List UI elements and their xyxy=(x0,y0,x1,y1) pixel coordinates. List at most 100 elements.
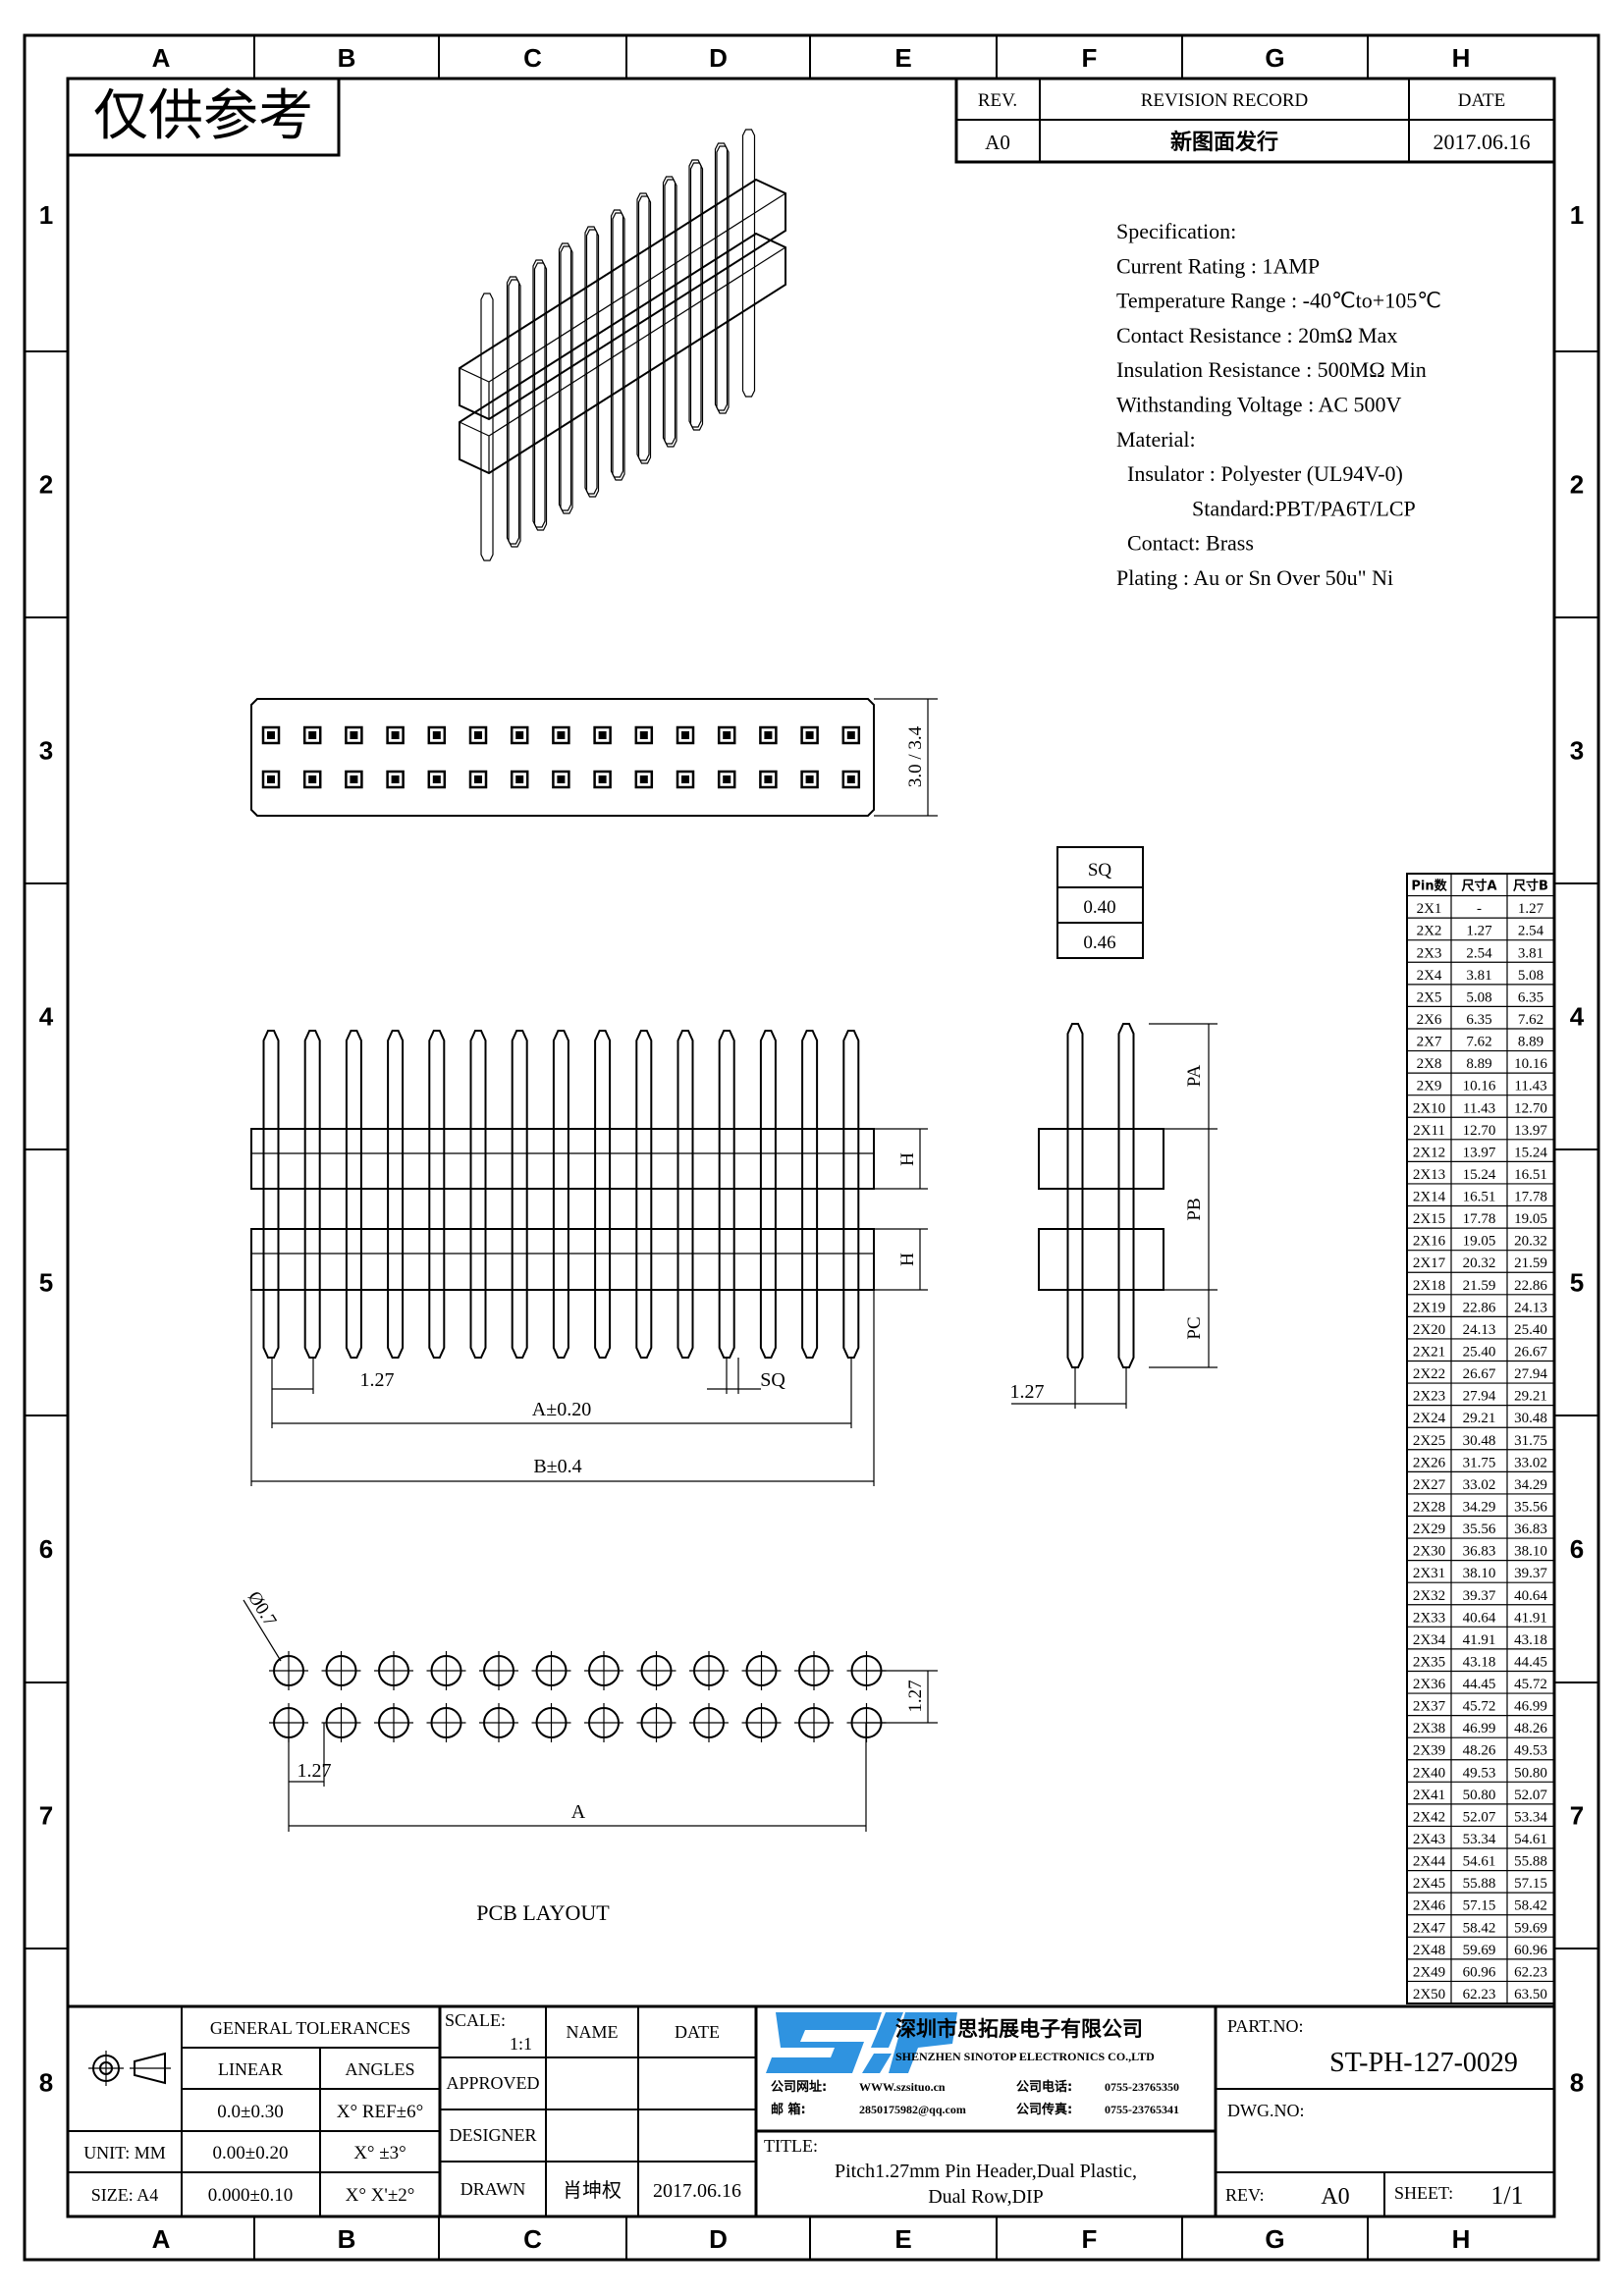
table-cell: 21.59 xyxy=(1514,1255,1547,1271)
pin xyxy=(387,1030,405,1359)
pin-square xyxy=(345,725,363,745)
pin-core xyxy=(764,775,773,783)
pin xyxy=(677,1030,694,1359)
table-cell: 2X44 xyxy=(1413,1854,1446,1870)
drawn-name: 肖坤权 xyxy=(563,2178,622,2202)
pin xyxy=(428,1030,446,1359)
pin-square xyxy=(261,725,281,745)
row-marker: 2 xyxy=(1570,470,1584,500)
table-cell: 33.02 xyxy=(1463,1477,1496,1493)
table-cell: 2X11 xyxy=(1413,1123,1445,1139)
rev-label: REV: xyxy=(1225,2185,1265,2205)
phone-label: 公司电话: xyxy=(1016,2079,1072,2095)
pin xyxy=(533,262,548,531)
table-cell: 53.34 xyxy=(1514,1809,1547,1825)
pin-core xyxy=(267,731,275,739)
pin-core xyxy=(432,775,441,783)
angle-tol: X° X'±2° xyxy=(346,2185,415,2206)
pin xyxy=(637,195,652,464)
table-header: Pin数 xyxy=(1411,879,1447,894)
pin-core xyxy=(267,775,275,783)
table-cell: 50.80 xyxy=(1514,1765,1547,1781)
pin-core xyxy=(598,775,607,783)
pin-square xyxy=(593,770,612,789)
table-cell: 41.91 xyxy=(1463,1632,1496,1648)
table-cell: 2X20 xyxy=(1413,1322,1445,1338)
pin-core xyxy=(846,775,855,783)
table-cell: 17.78 xyxy=(1514,1190,1547,1205)
pin-square xyxy=(302,770,322,789)
column-marker: E xyxy=(894,2224,911,2254)
pin-core xyxy=(350,775,358,783)
table-cell: 25.40 xyxy=(1463,1345,1496,1361)
table-cell: 38.10 xyxy=(1514,1544,1547,1560)
revision-date-header: DATE xyxy=(1458,90,1506,111)
title-label: TITLE: xyxy=(764,2136,818,2156)
pin xyxy=(842,1030,860,1359)
drawn-label: DRAWN xyxy=(460,2179,526,2199)
table-cell: 2X40 xyxy=(1413,1765,1445,1781)
table-cell: 41.91 xyxy=(1514,1610,1547,1626)
pcb-pitch-dim: 1.27 xyxy=(298,1760,332,1782)
pin xyxy=(741,129,756,398)
spec-line: Standard:PBT/PA6T/LCP xyxy=(1116,496,1416,520)
table-cell: 54.61 xyxy=(1463,1854,1496,1870)
fax-label: 公司传真: xyxy=(1016,2102,1072,2117)
table-cell: 22.86 xyxy=(1463,1300,1496,1315)
spec-line: Current Rating : 1AMP xyxy=(1116,253,1320,278)
pin-core xyxy=(432,731,441,739)
pin-square xyxy=(841,725,861,745)
title-block: GENERAL TOLERANCES LINEAR ANGLES 0.0±0.3… xyxy=(68,2004,1554,2216)
email-label: 邮 箱: xyxy=(771,2102,806,2117)
rev-value: A0 xyxy=(1321,2184,1349,2210)
table-cell: 2X18 xyxy=(1413,1278,1445,1294)
table-cell: 2.54 xyxy=(1518,924,1544,939)
pin-core xyxy=(639,775,648,783)
column-marker: E xyxy=(894,43,911,73)
table-cell: 46.99 xyxy=(1463,1721,1496,1736)
pin-square xyxy=(676,770,695,789)
table-cell: - xyxy=(1477,901,1482,917)
table-cell: 2X14 xyxy=(1413,1190,1446,1205)
spec-line: Insulation Resistance : 500MΩ Min xyxy=(1116,357,1427,382)
sheet-label: SHEET: xyxy=(1394,2183,1453,2203)
table-cell: 30.48 xyxy=(1463,1433,1496,1449)
table-cell: 36.83 xyxy=(1463,1544,1496,1560)
table-cell: 2X9 xyxy=(1417,1079,1442,1095)
pin-core xyxy=(515,775,524,783)
pcb-layout-label: PCB LAYOUT xyxy=(476,1900,610,1925)
table-cell: 7.62 xyxy=(1518,1012,1543,1028)
row-marker: 3 xyxy=(39,736,53,766)
table-cell: 5.08 xyxy=(1466,989,1491,1005)
pin xyxy=(716,145,730,414)
spec-line: Plating : Au or Sn Over 50u" Ni xyxy=(1116,565,1393,590)
table-cell: 58.42 xyxy=(1463,1920,1496,1936)
column-marker: C xyxy=(523,2224,542,2254)
pin-core xyxy=(723,775,731,783)
pin-core xyxy=(681,731,689,739)
pin xyxy=(1117,1023,1135,1368)
table-cell: 49.53 xyxy=(1514,1743,1547,1759)
table-cell: 52.07 xyxy=(1463,1809,1496,1825)
table-cell: 58.42 xyxy=(1514,1898,1547,1914)
table-cell: 27.94 xyxy=(1514,1366,1547,1382)
table-cell: 2X22 xyxy=(1413,1366,1445,1382)
pin xyxy=(508,279,521,548)
table-cell: 27.94 xyxy=(1463,1389,1496,1405)
table-cell: 36.83 xyxy=(1514,1522,1547,1537)
table-cell: 2X45 xyxy=(1413,1876,1445,1892)
pin-square xyxy=(261,770,281,789)
pin-core xyxy=(308,775,317,783)
table-cell: 48.26 xyxy=(1463,1743,1496,1759)
pin xyxy=(759,1030,777,1359)
angle-tol: X° ±3° xyxy=(353,2143,406,2163)
company-name-cn: 深圳市思拓展电子有限公司 xyxy=(895,2017,1143,2041)
row-marker: 4 xyxy=(39,1002,54,1032)
table-cell: 2X48 xyxy=(1413,1943,1445,1958)
pin-square xyxy=(386,725,405,745)
isometric-view xyxy=(459,129,786,561)
pin xyxy=(303,1030,321,1359)
pin-core xyxy=(805,731,814,739)
table-cell: 40.64 xyxy=(1514,1588,1547,1604)
table-cell: 2.54 xyxy=(1466,945,1492,961)
